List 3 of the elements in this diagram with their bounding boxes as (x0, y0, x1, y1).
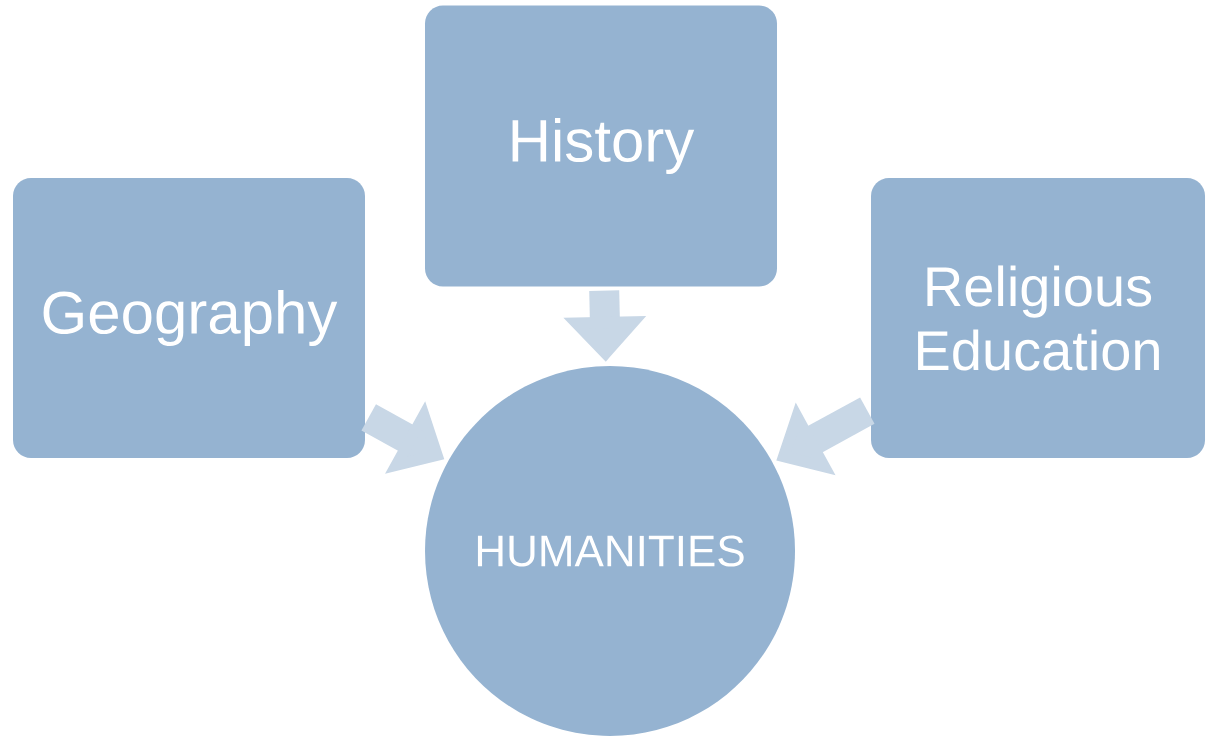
subject-box: Geography (13, 178, 365, 458)
subject-box: Religious Education (871, 178, 1205, 458)
subject-box: History (425, 5, 777, 287)
